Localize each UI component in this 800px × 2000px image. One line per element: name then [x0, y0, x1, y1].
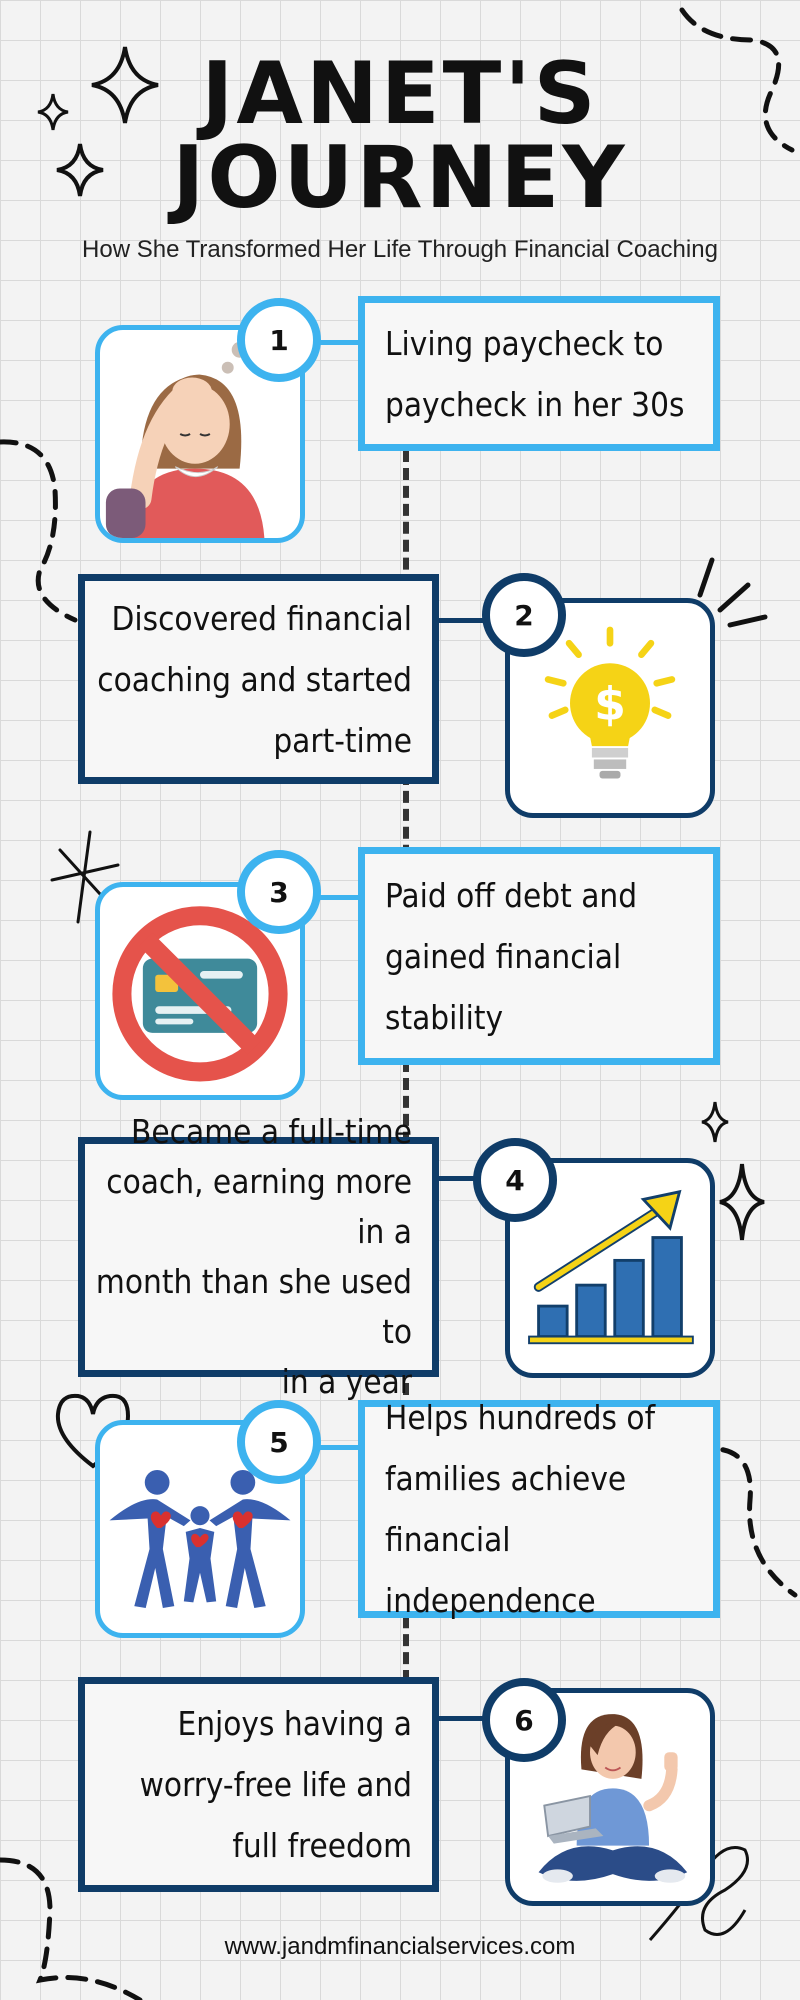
step-6-text-line: full freedom — [232, 1826, 412, 1865]
sparkle-icon — [56, 143, 104, 197]
step-5-number-badge: 5 — [237, 1400, 321, 1484]
step-3-text-line: gained financial — [385, 936, 622, 976]
step-6-text-line: Enjoys having a — [177, 1704, 412, 1743]
step-1-card: Living paycheck to paycheck in her 30s — [358, 296, 720, 451]
step-4-connector — [436, 1176, 488, 1181]
step-5-card: Helps hundreds of families achieve finan… — [358, 1398, 720, 1620]
burst-lines-icon — [697, 557, 768, 628]
step-3-card: Paid off debt and gained financial stabi… — [358, 847, 720, 1065]
dashed-swirl-icon — [679, 7, 795, 153]
step-5-text-line: families achieve — [385, 1459, 627, 1498]
step-3-connector — [310, 895, 365, 900]
title-line-1: JANET'S — [201, 44, 599, 144]
step-5-text-line: financial independence — [385, 1520, 596, 1620]
family-hearts-icon — [109, 1469, 291, 1609]
svg-text:$: $ — [594, 677, 626, 730]
step-6-number-badge: 6 — [482, 1678, 566, 1762]
step-1-text-line: Living paycheck to — [385, 323, 664, 363]
step-3-number-badge: 3 — [237, 850, 321, 934]
step-6-connector — [436, 1716, 488, 1721]
step-2-number-badge: 2 — [482, 573, 566, 657]
step-4-text-line: Became a full-time — [131, 1112, 412, 1151]
relaxed-woman-laptop-icon — [538, 1714, 688, 1883]
step-1-text-line: paycheck in her 30s — [385, 384, 685, 424]
step-1-number-badge: 1 — [237, 298, 321, 382]
step-2-card: Discovered financial coaching and starte… — [78, 574, 439, 784]
growth-chart-icon — [528, 1189, 694, 1345]
step-4-text-line: month than she used to — [95, 1262, 412, 1351]
heart-icon — [55, 1393, 131, 1469]
step-5-connector — [310, 1445, 365, 1450]
step-1-connector — [310, 340, 365, 345]
step-6-card: Enjoys having a worry-free life and full… — [78, 1677, 439, 1892]
step-4-text-line: in a year — [281, 1362, 412, 1401]
step-4-number-badge: 4 — [473, 1138, 557, 1222]
page-subtitle: How She Transformed Her Life Through Fin… — [82, 236, 718, 263]
footer-website: www.jandmfinancialservices.com — [224, 1933, 576, 1960]
step-3-text-line: stability — [385, 997, 504, 1037]
step-3-text-line: Paid off debt and — [385, 875, 638, 915]
step-4-text-line: coach, earning more in a — [106, 1162, 412, 1251]
step-2-connector — [436, 618, 488, 623]
step-2-text-line: Discovered financial — [111, 598, 412, 638]
money-lightbulb-icon: $ — [544, 626, 676, 779]
step-6-text-line: worry-free life and — [139, 1765, 412, 1804]
dashed-swirl-icon — [0, 1857, 143, 2000]
sparkle-icon — [701, 1101, 729, 1143]
step-4-card: Became a full-time coach, earning more i… — [78, 1112, 439, 1401]
step-5-text-line: Helps hundreds of — [385, 1398, 656, 1437]
sparkle-icon — [37, 93, 69, 131]
sparkle-icon — [719, 1163, 765, 1241]
no-credit-card-icon — [112, 906, 288, 1082]
step-2-text-line: part-time — [273, 720, 412, 760]
timeline-line — [403, 450, 409, 1700]
step-2-text-line: coaching and started — [97, 659, 412, 699]
sparkle-icon — [91, 46, 159, 124]
title-line-2: JOURNEY — [172, 128, 628, 228]
page-title: JANET'S JOURNEY — [0, 44, 800, 228]
